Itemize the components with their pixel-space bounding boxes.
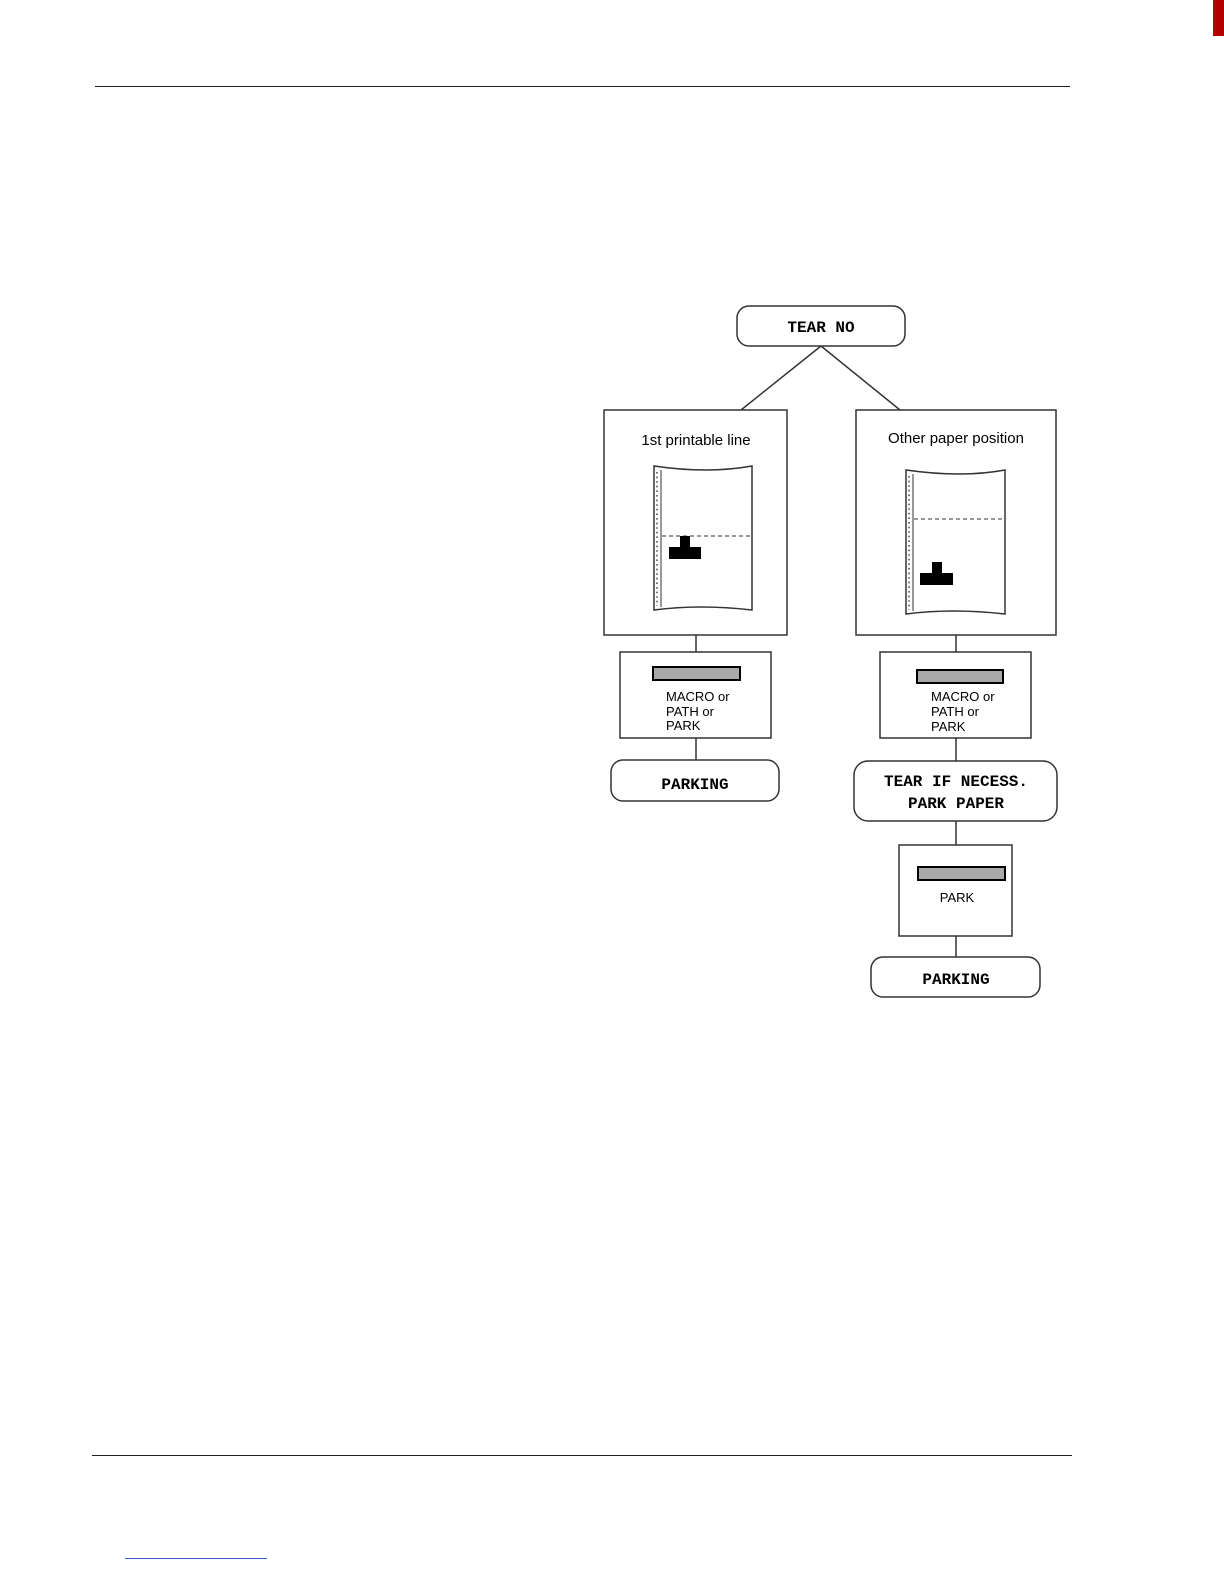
left-key-line-3: PARK	[666, 718, 701, 733]
left-condition-box: 1st printable line	[604, 410, 787, 635]
footer-rule	[92, 1455, 1072, 1456]
display-parking-left: PARKING	[611, 760, 779, 801]
left-condition-label: 1st printable line	[641, 432, 750, 449]
display-tear-no-text: TEAR NO	[787, 319, 855, 337]
key-icon	[917, 670, 1003, 683]
right-condition-box: Other paper position	[856, 410, 1056, 635]
left-key-box: MACRO or PATH or PARK	[620, 652, 771, 738]
display-tear-if-necess-line-2: PARK PAPER	[908, 795, 1004, 813]
right-key-line-2: PATH or	[931, 704, 980, 719]
key-icon	[653, 667, 740, 680]
right-key-line-1: MACRO or	[931, 689, 995, 704]
right-key-box: MACRO or PATH or PARK	[880, 652, 1031, 738]
display-parking-right-text: PARKING	[922, 971, 989, 989]
right-key-line-3: PARK	[931, 719, 966, 734]
left-key-line-2: PATH or	[666, 704, 715, 719]
footer-link[interactable]	[125, 1558, 267, 1559]
paper-icon	[654, 466, 752, 610]
right-condition-label: Other paper position	[888, 430, 1024, 447]
park-key-box: PARK	[899, 845, 1012, 936]
left-key-line-1: MACRO or	[666, 689, 730, 704]
paper-icon	[906, 470, 1005, 614]
display-tear-if-necess-line-1: TEAR IF NECESS.	[884, 773, 1028, 791]
display-tear-if-necess: TEAR IF NECESS. PARK PAPER	[854, 761, 1057, 821]
park-key-label: PARK	[940, 890, 975, 905]
display-parking-left-text: PARKING	[661, 776, 728, 794]
key-icon	[918, 867, 1005, 880]
display-tear-no: TEAR NO	[737, 306, 905, 346]
display-parking-right: PARKING	[871, 957, 1040, 997]
